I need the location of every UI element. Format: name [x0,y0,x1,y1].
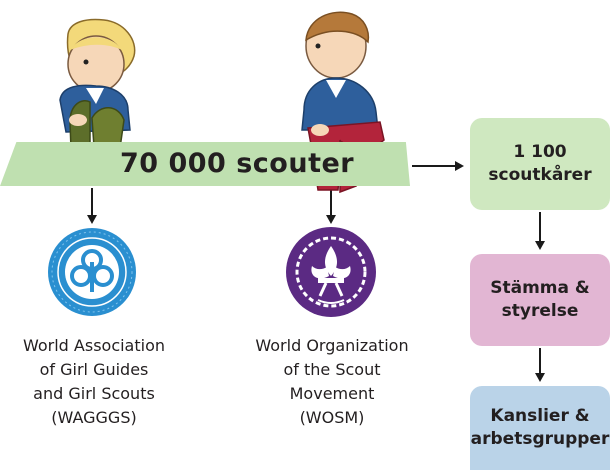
wosm-logo-icon [286,227,376,317]
kanslier-arbetsgrupper-box: Kanslier & arbetsgrupper [470,386,610,470]
scoutkarer-box: 1 100 scoutkårer [470,118,610,210]
stamma-styrelse-box: Stämma & styrelse [470,254,610,346]
scouts-bar [0,142,410,186]
wagggs-label: World Association of Girl Guides and Gir… [22,336,166,427]
wosm-label: World Organization of the Scout Movement… [255,336,409,427]
wagggs-logo-icon [48,228,136,316]
scouts-count-label: 70 000 scouter [120,148,355,179]
girl-scout-figure-icon [59,18,136,177]
